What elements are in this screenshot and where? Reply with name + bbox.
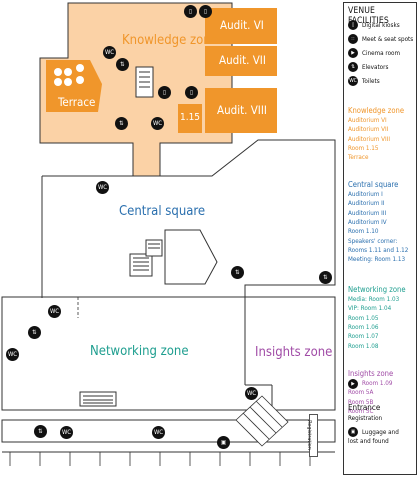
toilet-icon: WC (245, 387, 258, 400)
room-label-audit-viii: Audit. VIII (217, 103, 267, 117)
legend-item-insights: Room 5B (348, 398, 374, 406)
luggage-icon: ▣ (348, 427, 358, 437)
legend-item-knowledge: Auditorium VIII (348, 135, 391, 143)
legend-item-central: Speakers' corner: (348, 237, 398, 245)
entrance-corridor (1, 419, 336, 443)
legend-item-networking: Media: Room 1.03 (348, 296, 400, 303)
legend-item-networking: Room 1.06 (348, 323, 379, 331)
central-stage (164, 229, 218, 285)
cinema-room-icon: ▶ (348, 379, 358, 389)
toilet-icon: WC (60, 426, 73, 439)
legend-item-central: Auditorium III (348, 209, 387, 217)
central-building-outline (41, 139, 336, 298)
elevator-icon: ⇅ (115, 117, 128, 130)
legend-section-title-central: Central square (348, 180, 399, 189)
elevator-icon: ⇅ (116, 58, 129, 71)
legend-item-knowledge: Auditorium VII (348, 126, 389, 134)
toilet-icon: WC (152, 426, 165, 439)
room-label-audit-vii: Audit. VII (219, 53, 266, 67)
zone-label-central: Central square (119, 204, 206, 219)
toilet-icon: WC (96, 181, 109, 194)
legend-item-central: Auditorium I (348, 191, 383, 198)
audit-vi-room (205, 8, 277, 44)
elevator-icon: ⇅ (28, 326, 41, 339)
elevator-icon: ⇅ (34, 425, 47, 438)
legend-item-knowledge: Terrace (348, 154, 369, 162)
legend-section-title-networking: Networking zone (348, 285, 406, 294)
escalator (235, 395, 289, 447)
legend-section-title-knowledge: Knowledge zone (348, 106, 405, 115)
kiosk-icon: ▯ (184, 5, 197, 18)
legend-item-central: Auditorium II (348, 200, 385, 208)
kiosk-icon: ▯ (158, 86, 171, 99)
legend-title: VENUE FACILITIES (348, 6, 389, 26)
legend-item-central: Auditorium IV (348, 218, 387, 226)
legend-item-central: Rooms 1.11 and 1.12 (348, 246, 409, 254)
digital-kiosk-icon: ▯ (348, 20, 358, 30)
legend-panel: VENUE FACILITIES ▯ Digital kiosks ∷ Meet… (343, 2, 417, 475)
legend-item-networking: Room 1.08 (348, 342, 379, 350)
meet-seat-icon: ∷ (348, 34, 358, 44)
legend-luggage-line2: lost and found (348, 438, 389, 445)
legend-item-central: Meeting: Room 1.13 (348, 256, 406, 264)
elevator-icon: ⇅ (319, 271, 332, 284)
toilet-icon: WC (151, 117, 164, 130)
zone-label-networking: Networking zone (90, 344, 189, 359)
cinema-room-icon: ▶ (348, 48, 358, 58)
toilet-icon: WC (103, 46, 116, 59)
room-115 (178, 104, 202, 133)
elevator-icon: ⇅ (231, 266, 244, 279)
legend-item-digital-kiosks: ▯ Digital kiosks (348, 20, 400, 30)
room-label-terrace: Terrace (58, 95, 96, 109)
zone-label-insights: Insights zone (255, 345, 333, 360)
room-label-115: 1.15 (180, 112, 201, 123)
kiosk-icon: ▯ (199, 5, 212, 18)
legend-item-networking: VIP: Room 1.04 (348, 305, 392, 313)
toilet-icon: WC (48, 305, 61, 318)
networking-insights-outline (1, 296, 336, 411)
luggage-icon: ▣ (217, 436, 230, 449)
legend-item-networking: Room 1.07 (348, 333, 379, 341)
legend-item-cinema-room: ▶ Cinema room (348, 48, 400, 58)
elevator-icon: ⇅ (348, 62, 358, 72)
legend-item-networking: Room 1.05 (348, 314, 379, 322)
legend-item-knowledge: Room 1.15 (348, 144, 379, 152)
legend-item-toilets: WC Toilets (348, 76, 380, 86)
legend-entrance-registration: Registration (348, 415, 383, 422)
audit-vii-room (205, 46, 277, 76)
stairs-central (129, 239, 163, 277)
legend-entrance-title: Entrance (348, 403, 381, 412)
legend-section-title-insights: Insights zone (348, 369, 394, 378)
legend-item-insights: Room 1.09 (362, 380, 393, 387)
legend-item-knowledge: Auditorium VI (348, 117, 387, 124)
kiosk-icon: ▯ (185, 86, 198, 99)
stairs-networking (79, 391, 117, 407)
legend-item-insights: Room 5C (348, 407, 374, 415)
zone-label-knowledge: Knowledge zone (122, 33, 218, 48)
legend-item-luggage: ▣ Luggage and (348, 427, 399, 437)
meet-seat-icon (54, 64, 84, 86)
audit-viii-room (205, 88, 277, 133)
legend-item-meet-seat: ∷ Meet & seat spots (348, 34, 413, 44)
toilet-icon: WC (348, 76, 358, 86)
stairs-knowledge (135, 66, 154, 98)
toilet-icon: WC (6, 348, 19, 361)
room-label-audit-vi: Audit. VI (220, 18, 264, 32)
registration-desk: Registration (306, 414, 318, 457)
legend-item-elevators: ⇅ Elevators (348, 62, 388, 72)
legend-item-central: Room 1.10 (348, 228, 379, 236)
legend-item-insights: Room 5A (348, 389, 374, 397)
